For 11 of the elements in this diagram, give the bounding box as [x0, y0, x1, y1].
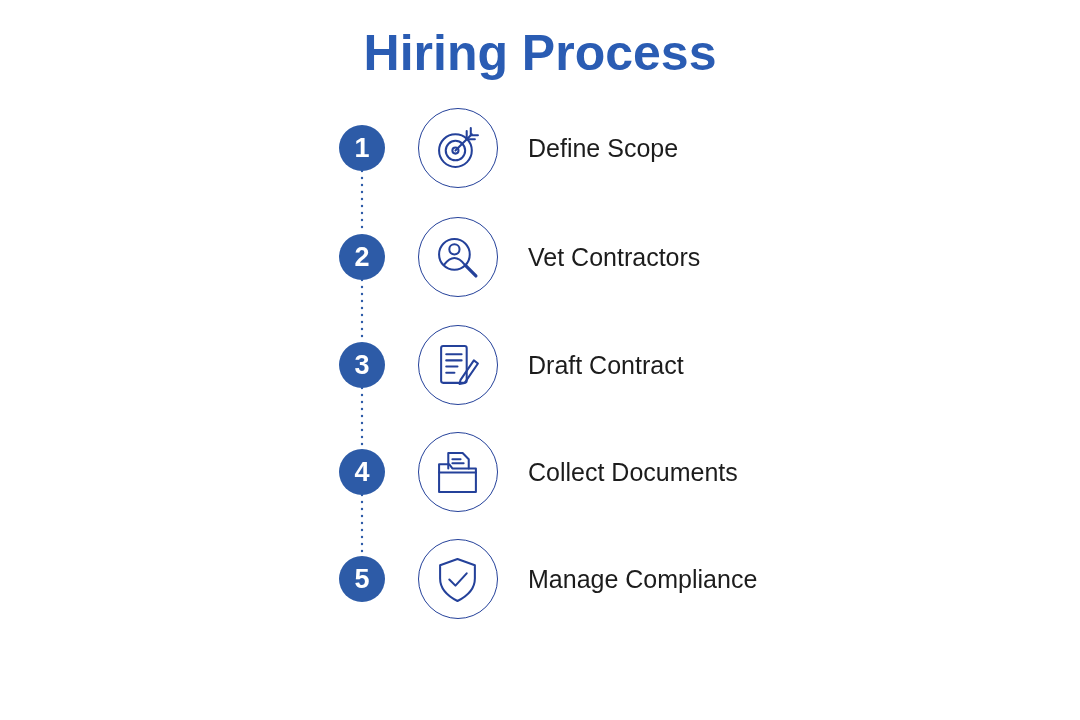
step-label: Draft Contract	[528, 350, 684, 380]
step-label: Vet Contractors	[528, 242, 701, 272]
title: Hiring Process	[362, 28, 718, 78]
step-number: 4	[339, 449, 385, 495]
step-number: 3	[339, 342, 385, 388]
step-label: Collect Documents	[528, 457, 738, 487]
step-number: 5	[339, 556, 385, 602]
step-label: Manage Compliance	[528, 564, 758, 594]
step-label: Define Scope	[528, 133, 679, 163]
step-number: 2	[339, 234, 385, 280]
step-number: 1	[339, 125, 385, 171]
